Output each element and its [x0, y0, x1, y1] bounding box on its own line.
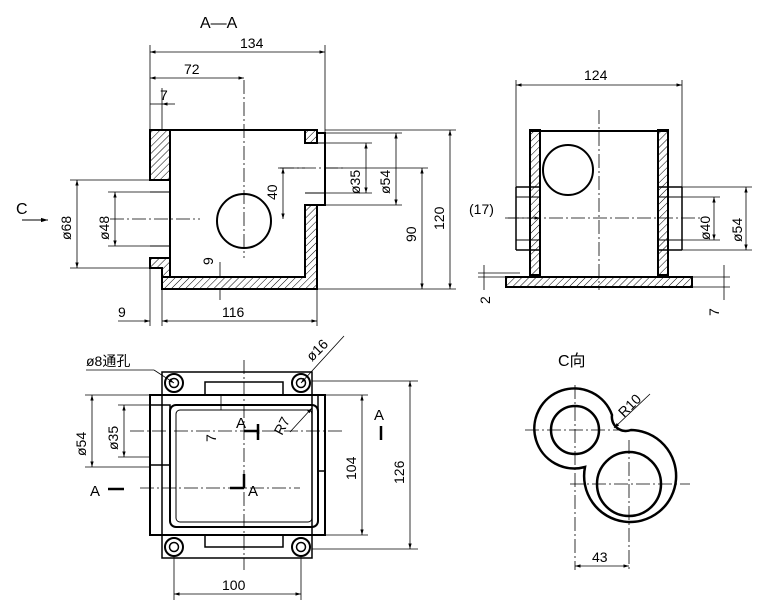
dim-134-label: 134 — [240, 35, 264, 51]
dim-phi54-label: ø54 — [377, 170, 393, 194]
dim-phi68-label: ø68 — [58, 216, 74, 240]
c-view: C向 R10 43 — [525, 352, 690, 570]
dim-40-label: 40 — [264, 184, 280, 200]
dim-7t-label: 7 — [203, 434, 219, 442]
dim-phi48-label: ø48 — [96, 216, 112, 240]
dim-17-label: (17) — [469, 201, 494, 217]
dim-r10-leader — [613, 393, 651, 429]
aa-outline — [150, 129, 326, 206]
dim-104-label: 104 — [343, 456, 359, 480]
bolt-hole-tl — [164, 373, 184, 393]
dim-r7-label: R7 — [271, 414, 294, 438]
dim-phi35-label: ø35 — [347, 170, 363, 194]
side-view: 124 (17) ø40 ø54 2 7 — [469, 67, 752, 316]
aa-left-wall-upper — [149, 129, 171, 181]
dim-124-label: 124 — [584, 67, 608, 83]
top-boss-right — [317, 394, 326, 472]
dim-phi54s-label: ø54 — [729, 218, 745, 242]
side-hole — [542, 144, 594, 196]
dim-7s-label: 7 — [706, 308, 722, 316]
dim-72-label: 72 — [184, 61, 200, 77]
section-a-marker-top — [244, 429, 260, 434]
side-left-wall — [529, 129, 541, 276]
top-boss-left — [149, 404, 171, 466]
top-outer-flange — [161, 371, 313, 559]
aa-right-wall-upper — [304, 129, 318, 144]
dim-100-label: 100 — [222, 577, 246, 593]
c-view-outline — [533, 387, 678, 524]
dim-phi16-label: ø16 — [303, 336, 332, 365]
c-view-title: C向 — [558, 352, 586, 370]
dim-9-label: 9 — [118, 304, 126, 320]
side-right-wall — [657, 129, 669, 276]
bolt-hole-tl-inner — [168, 377, 180, 389]
dim-7-label: 7 — [160, 87, 168, 103]
dim-2-label: 2 — [477, 296, 493, 304]
bolt-hole-br — [291, 537, 311, 557]
section-aa-view: A—A 134 72 7 ø35 ø54 40 90 120 — [16, 15, 456, 326]
view-c-label: C — [16, 201, 28, 218]
section-a-mark-top: A — [236, 415, 246, 432]
dim-phi54t-label: ø54 — [73, 432, 89, 456]
top-view: ø8通孔 ø16 ø54 ø35 7 R7 A A A A 104 — [73, 336, 418, 600]
dim-116-label: 116 — [222, 304, 245, 320]
section-a-mark-bottom: A — [248, 483, 258, 500]
dim-120-label: 120 — [431, 206, 447, 230]
side-top-line — [530, 130, 668, 132]
dim-126-label: 126 — [391, 460, 407, 484]
bolt-hole-tr — [291, 373, 311, 393]
section-a-mark-left: A — [90, 483, 100, 500]
dim-r7-leader — [289, 407, 313, 433]
dim-phi35t-label: ø35 — [105, 426, 121, 450]
dim-phi16-leader — [300, 335, 345, 384]
dim-phi40-label: ø40 — [697, 216, 713, 240]
aa-left-wall-lower — [149, 257, 171, 278]
dim-phi8-leader2 — [153, 369, 175, 384]
section-a-mark-right: A — [374, 407, 384, 424]
dim-phi8-label: ø8通孔 — [86, 353, 130, 369]
dim-90-label: 90 — [403, 226, 419, 242]
dim-43-label: 43 — [592, 549, 608, 565]
dim-r10-label: R10 — [615, 390, 645, 420]
bolt-hole-bl — [164, 537, 184, 557]
bolt-hole-bl-inner — [168, 541, 180, 553]
bolt-hole-br-inner — [295, 541, 307, 553]
aa-title: A—A — [200, 15, 238, 32]
dim-9-inner-label: 9 — [200, 257, 216, 265]
